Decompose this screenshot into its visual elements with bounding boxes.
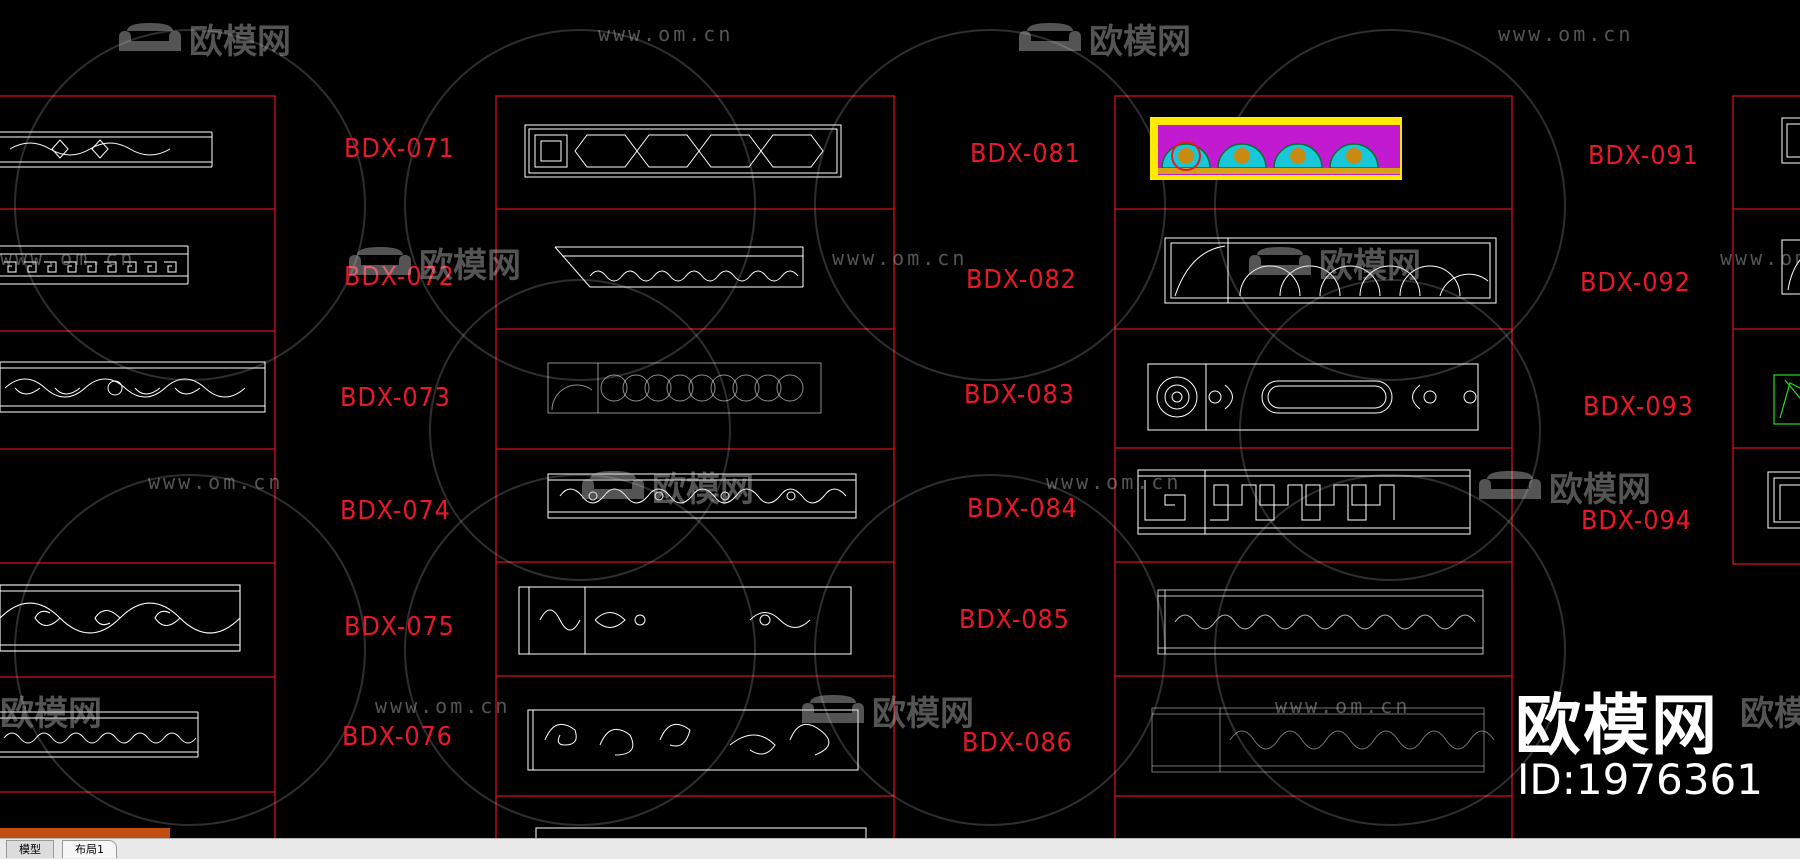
molding-bdx-076	[0, 711, 199, 758]
molding-bdx-col2-3	[547, 362, 822, 414]
watermark-url: www.om.cn	[1046, 470, 1182, 494]
watermark-logo: 欧模网	[1015, 14, 1191, 66]
molding-bdx-col2-2	[554, 246, 804, 288]
cad-model-space[interactable]: BDX-071 BDX-072 BDX-073 BDX-074 BDX-075 …	[0, 0, 1800, 838]
molding-bdx-091-partial	[1781, 117, 1800, 164]
watermark-logo: 欧模网	[0, 694, 102, 734]
molding-bdx-075	[0, 584, 241, 652]
frame-column-2	[495, 95, 895, 838]
watermark-logo: 欧模网	[798, 686, 974, 738]
label-bdx-093: BDX-093	[1583, 392, 1694, 422]
watermark-url: www.om.cn	[375, 694, 511, 718]
label-bdx-071: BDX-071	[344, 134, 455, 164]
watermark-url: www.om.cn	[598, 22, 734, 46]
watermark-url: www.om.cn	[1498, 22, 1634, 46]
label-bdx-086: BDX-086	[962, 728, 1073, 758]
molding-bdx-col2-7	[535, 827, 867, 838]
molding-bdx-082	[1164, 237, 1497, 304]
molding-bdx-col2-5	[518, 586, 852, 655]
label-bdx-083: BDX-083	[964, 380, 1075, 410]
watermark-logo: 欧模网	[1245, 238, 1421, 290]
label-bdx-092: BDX-092	[1580, 268, 1691, 298]
frame-column-3	[1114, 95, 1513, 838]
molding-bdx-072	[0, 245, 189, 285]
label-bdx-084: BDX-084	[967, 494, 1078, 524]
frame-column-1	[0, 95, 276, 838]
label-bdx-072: BDX-072	[344, 262, 455, 292]
molding-bdx-084	[1137, 469, 1471, 535]
watermark-url: www.om.cn	[1275, 694, 1411, 718]
molding-bdx-083	[1147, 363, 1479, 431]
tab-model[interactable]: 模型	[6, 840, 54, 858]
label-bdx-082: BDX-082	[966, 265, 1077, 295]
sofa-icon	[115, 21, 185, 66]
frame-grid	[0, 95, 1800, 838]
watermark-url: www.om.cn	[832, 246, 968, 270]
watermark-logo: 欧模网	[1740, 694, 1800, 734]
molding-partial-bottom	[0, 828, 170, 838]
molding-bdx-col2-4	[547, 473, 857, 519]
tab-layout1[interactable]: 布局1	[62, 840, 117, 858]
watermark-url: www.om.cn	[0, 246, 136, 270]
molding-bdx-col2-1	[524, 124, 842, 178]
molding-bdx-086	[1151, 707, 1495, 773]
label-bdx-073: BDX-073	[340, 383, 451, 413]
molding-bdx-081-colored	[1150, 117, 1402, 180]
watermark-url: www.om.cn	[148, 470, 284, 494]
molding-bdx-094-partial	[1767, 471, 1800, 529]
watermark-logo: 欧模网	[345, 238, 521, 290]
sofa-icon	[345, 245, 415, 290]
molding-bdx-085	[1157, 589, 1484, 655]
molding-bdx-092-partial	[1781, 239, 1800, 295]
sofa-icon	[578, 469, 648, 514]
molding-bdx-073	[0, 361, 266, 413]
label-bdx-091: BDX-091	[1588, 141, 1699, 171]
molding-bdx-col2-6	[527, 709, 859, 771]
watermark-logo: 欧模网	[115, 14, 291, 66]
watermark-circles	[14, 29, 1566, 826]
sofa-icon	[1475, 469, 1545, 514]
cad-drawing	[0, 29, 1800, 838]
sofa-icon	[1015, 21, 1085, 66]
brand-id: ID:1976361	[1517, 755, 1763, 804]
label-bdx-094: BDX-094	[1581, 506, 1692, 536]
frame-column-4	[1732, 95, 1800, 565]
watermark-url: www.om.cn	[1720, 246, 1800, 270]
sofa-icon	[1245, 245, 1315, 290]
brand-name: 欧模网	[1515, 687, 1719, 764]
molding-bdx-071	[0, 131, 213, 168]
watermark-logo: 欧模网	[1475, 462, 1651, 514]
label-bdx-075: BDX-075	[344, 612, 455, 642]
watermark-logo: 欧模网	[578, 462, 754, 514]
label-bdx-085: BDX-085	[959, 605, 1070, 635]
label-bdx-081: BDX-081	[970, 139, 1081, 169]
layout-tab-bar: 模型 布局1	[0, 838, 1800, 859]
sofa-icon	[798, 693, 868, 738]
molding-bdx-093-partial	[1773, 374, 1800, 425]
label-bdx-074: BDX-074	[340, 496, 451, 526]
label-bdx-076: BDX-076	[342, 722, 453, 752]
